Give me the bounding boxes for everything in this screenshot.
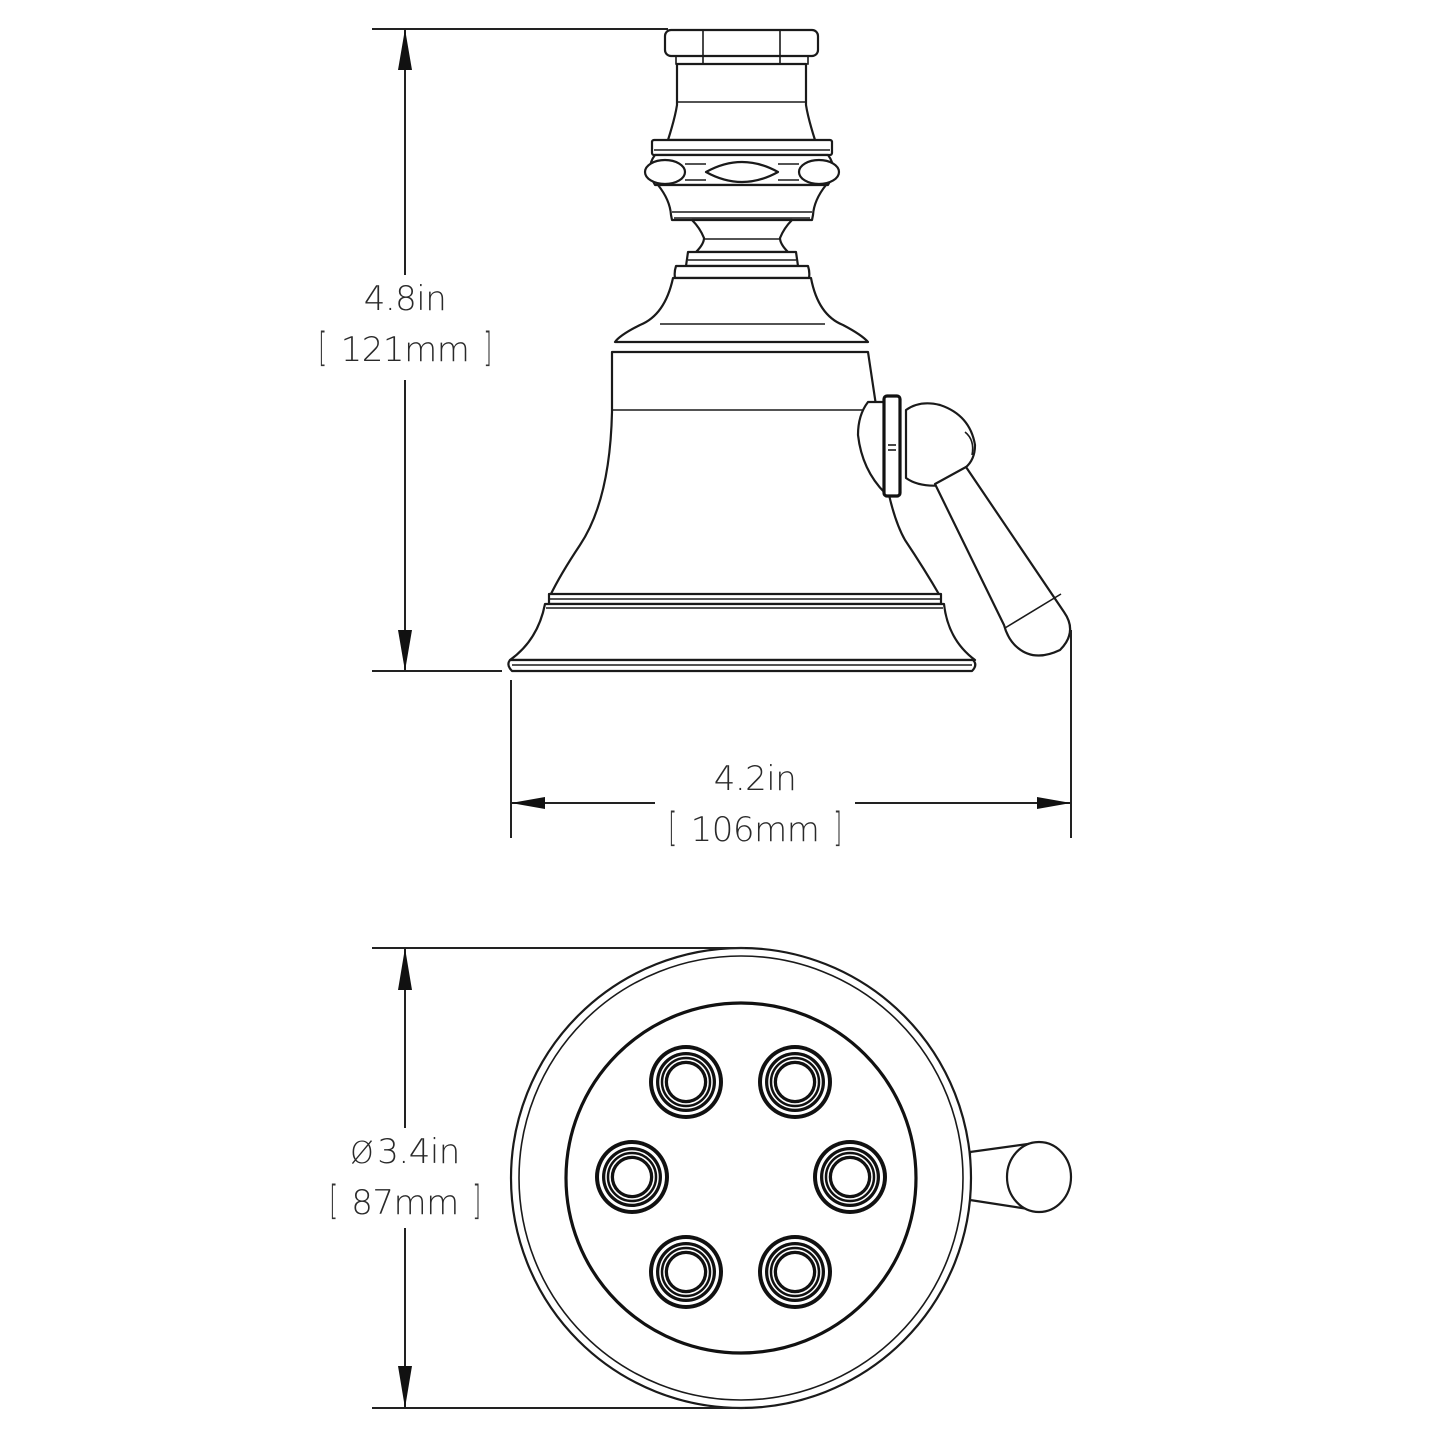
bracket-open: [ xyxy=(329,1178,338,1224)
diameter-imperial: 3.4in xyxy=(377,1132,460,1172)
diameter-metric: 87mm xyxy=(351,1183,459,1223)
width-dimension-label: 4.2in [ 106mm ] xyxy=(660,762,850,848)
lower-collar xyxy=(656,183,828,222)
bracket-close: ] xyxy=(472,1178,481,1224)
bracket-close: ] xyxy=(833,805,842,851)
spray-nozzle xyxy=(649,1235,723,1309)
arrow-down-icon xyxy=(398,630,412,671)
spray-nozzle xyxy=(758,1235,832,1309)
top-connector-nut xyxy=(663,28,820,65)
arrow-left-icon xyxy=(511,797,545,809)
height-dimension xyxy=(372,28,668,672)
upper-collar xyxy=(666,62,817,142)
spray-nozzle xyxy=(649,1045,723,1119)
spray-face xyxy=(564,1001,918,1355)
spray-nozzles xyxy=(595,1045,887,1309)
bell-upper-dome xyxy=(612,276,870,353)
neck xyxy=(673,218,811,280)
spray-selector-lever xyxy=(856,394,1072,657)
spray-nozzle xyxy=(758,1045,832,1119)
arrow-right-icon xyxy=(1037,797,1071,809)
width-imperial: 4.2in xyxy=(713,759,797,799)
diameter-symbol-icon: Ø xyxy=(350,1136,374,1171)
bracket-open: [ xyxy=(668,805,678,851)
side-elevation-view xyxy=(507,28,1072,673)
width-metric: 106mm xyxy=(690,810,820,850)
bracket-open: [ xyxy=(318,325,328,371)
arrow-up-icon xyxy=(398,948,412,990)
height-imperial: 4.8in xyxy=(363,279,447,319)
swivel-ball-ring xyxy=(643,138,841,187)
bell-rim xyxy=(507,592,977,673)
diameter-dimension xyxy=(372,947,745,1409)
lever-handle-plan xyxy=(968,1140,1073,1214)
spray-nozzle xyxy=(595,1140,669,1214)
outer-rim xyxy=(509,946,973,1410)
arrow-down-icon xyxy=(398,1366,412,1408)
spray-nozzle xyxy=(813,1140,887,1214)
width-dimension xyxy=(510,630,1072,838)
plan-view xyxy=(509,946,1073,1410)
height-dimension-label: 4.8in [ 121mm ] xyxy=(315,282,495,368)
arrow-up-icon xyxy=(398,29,412,70)
height-metric: 121mm xyxy=(340,330,470,370)
bracket-close: ] xyxy=(483,325,492,371)
